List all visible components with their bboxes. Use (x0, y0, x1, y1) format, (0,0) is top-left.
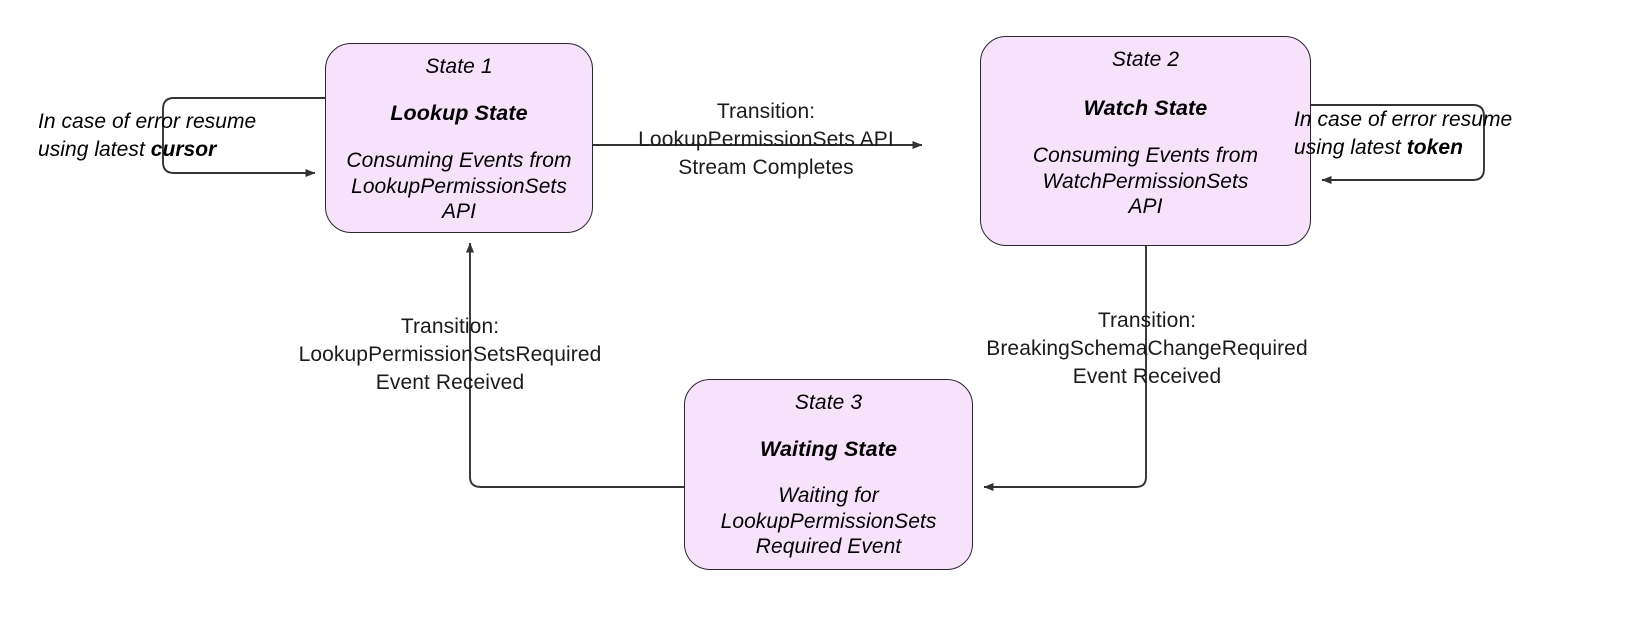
note-state2-line2-prefix: using latest (1294, 136, 1407, 159)
state-1-description: Consuming Events from LookupPermissionSe… (346, 149, 572, 223)
edge-state2-self-loop (1311, 104, 1485, 184)
state-1-id: State 1 (425, 55, 493, 78)
note-state1-emphasis: cursor (150, 138, 217, 161)
note-state1-line1: In case of error resume (38, 110, 257, 133)
transition-label-state1-state2: Transition: LookupPermissionSets API Str… (638, 100, 894, 179)
state-node-2[interactable]: State 2 Watch State Consuming Events fro… (980, 36, 1311, 246)
edge-state3-to-state1 (466, 242, 684, 488)
edge-state1-self-loop (162, 97, 325, 177)
note-state2-emphasis: token (1406, 136, 1463, 159)
state-1-title: Lookup State (390, 101, 528, 125)
state-node-3[interactable]: State 3 Waiting State Waiting for Lookup… (684, 379, 973, 570)
edge-state2-to-state3 (983, 246, 1147, 491)
note-state1-error-resume: In case of error resume using latest cur… (38, 108, 288, 164)
transition-label-state2-state3: Transition: BreakingSchemaChangeRequired… (986, 309, 1308, 388)
state-3-title: Waiting State (759, 437, 898, 461)
state-3-description: Waiting for LookupPermissionSets Require… (720, 484, 937, 558)
note-state2-error-resume: In case of error resume using latest tok… (1294, 106, 1546, 162)
state-2-id: State 2 (1111, 48, 1180, 71)
state-3-id: State 3 (794, 391, 863, 414)
note-state1-line2-prefix: using latest (38, 138, 151, 161)
state-2-title: Watch State (1083, 96, 1208, 120)
transition-label-state3-state1: Transition: LookupPermissionSetsRequired… (298, 315, 602, 394)
state-2-description: Consuming Events from WatchPermissionSet… (1032, 144, 1259, 218)
note-state2-line1: In case of error resume (1294, 108, 1513, 131)
state-node-1[interactable]: State 1 Lookup State Consuming Events fr… (325, 43, 593, 233)
